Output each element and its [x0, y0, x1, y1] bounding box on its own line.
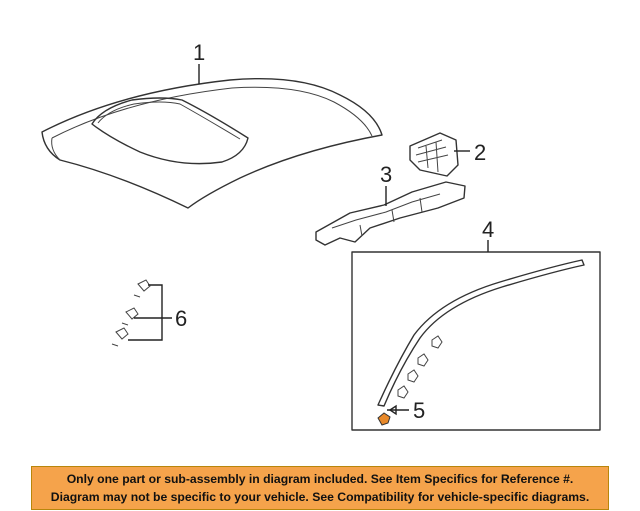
roof-bracket[interactable] — [409, 132, 459, 177]
disclaimer-line-1: Only one part or sub-assembly in diagram… — [66, 472, 574, 486]
callout-6: 6 — [175, 306, 187, 331]
molding-clip-highlighted[interactable] — [377, 412, 391, 426]
callout-1: 1 — [193, 40, 205, 65]
parts-diagram: 1 2 3 4 5 6 — [41, 40, 601, 431]
callout-4: 4 — [482, 217, 494, 242]
callout-2: 2 — [474, 140, 486, 165]
roof-panel[interactable] — [41, 78, 383, 209]
retainer-clips[interactable] — [111, 279, 151, 347]
leader-lines — [128, 64, 489, 416]
callout-3: 3 — [380, 162, 392, 187]
disclaimer-banner: Only one part or sub-assembly in diagram… — [31, 466, 609, 510]
roof-rail-reinforcement[interactable] — [315, 181, 466, 246]
disclaimer-line-2: Diagram may not be specific to your vehi… — [50, 490, 590, 504]
callout-5: 5 — [413, 398, 425, 423]
molding-kit-box[interactable] — [351, 251, 601, 431]
